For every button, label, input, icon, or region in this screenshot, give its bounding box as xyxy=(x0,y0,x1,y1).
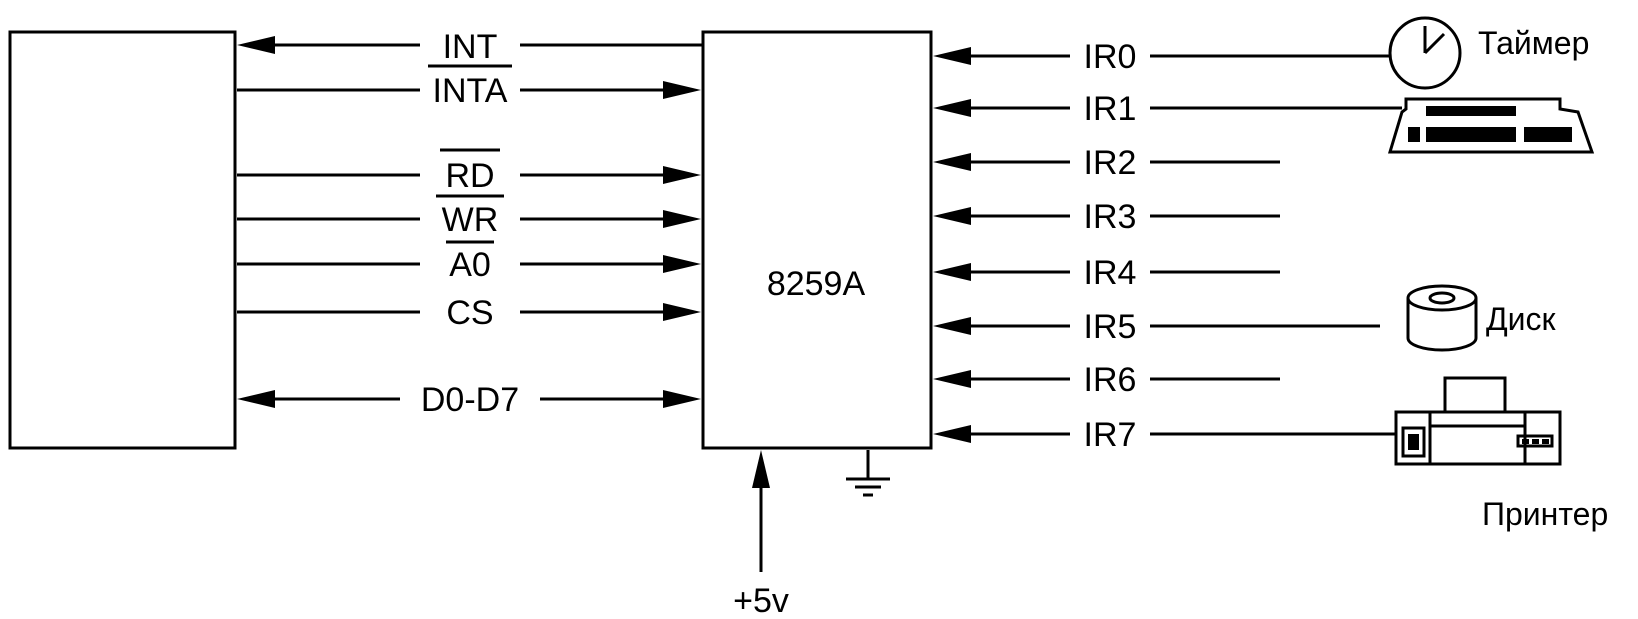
ir4-label: IR4 xyxy=(1084,254,1137,292)
inta-arrow-icon xyxy=(663,81,701,99)
ir7-arrow-icon xyxy=(933,425,971,443)
a0-label: A0 xyxy=(449,246,491,284)
ir0-arrow-icon xyxy=(933,47,971,65)
ir1-line: IR1 xyxy=(933,90,1402,128)
data-bus-left-arrow-icon xyxy=(237,390,275,408)
ground-icon xyxy=(846,450,890,497)
a0-arrow-icon xyxy=(663,255,701,273)
clock-icon xyxy=(1388,16,1462,90)
cs-label: CS xyxy=(446,294,493,332)
wr-arrow-icon xyxy=(663,210,701,228)
printer-device: Принтер xyxy=(1394,376,1608,532)
inta-label: INTA xyxy=(433,72,508,110)
ir7-label: IR7 xyxy=(1084,416,1137,454)
ir6-line: IR6 xyxy=(933,361,1280,399)
power-arrow-icon xyxy=(752,450,770,488)
rd-arrow-icon xyxy=(663,166,701,184)
data-bus-signal: D0-D7 xyxy=(237,381,701,419)
ir5-arrow-icon xyxy=(933,317,971,335)
ir3-label: IR3 xyxy=(1084,198,1137,236)
ir1-arrow-icon xyxy=(933,99,971,117)
cs-signal: CS xyxy=(237,294,701,332)
ir2-label: IR2 xyxy=(1084,144,1137,182)
inta-signal: INTA xyxy=(237,64,701,110)
power-supply: +5v xyxy=(733,450,789,619)
printer-icon xyxy=(1394,376,1562,466)
disk-label: Диск xyxy=(1486,301,1557,337)
ir2-line: IR2 xyxy=(933,144,1280,182)
printer-label: Принтер xyxy=(1482,496,1608,532)
ir7-line: IR7 xyxy=(933,416,1395,454)
wr-signal: WR xyxy=(237,194,701,239)
int-label: INT xyxy=(443,28,498,66)
ir6-arrow-icon xyxy=(933,370,971,388)
ir4-arrow-icon xyxy=(933,263,971,281)
power-label: +5v xyxy=(733,582,789,619)
timer-device: Таймер xyxy=(1388,16,1589,90)
int-signal: INT xyxy=(237,28,703,66)
ir1-label: IR1 xyxy=(1084,90,1137,128)
cs-arrow-icon xyxy=(663,303,701,321)
a0-signal: A0 xyxy=(237,240,701,284)
rd-label: RD xyxy=(445,157,494,195)
ir0-label: IR0 xyxy=(1084,38,1137,76)
ir0-line: IR0 xyxy=(933,38,1390,76)
keyboard-device xyxy=(1387,97,1595,154)
cpu-block xyxy=(8,30,237,450)
wr-label: WR xyxy=(442,201,499,239)
ir2-arrow-icon xyxy=(933,153,971,171)
timer-label: Таймер xyxy=(1478,25,1589,61)
ir4-line: IR4 xyxy=(933,254,1280,292)
disk-device: Диск xyxy=(1406,284,1557,352)
data-bus-right-arrow-icon xyxy=(663,390,701,408)
ir6-label: IR6 xyxy=(1084,361,1137,399)
disk-icon xyxy=(1406,284,1478,352)
ir3-arrow-icon xyxy=(933,207,971,225)
keyboard-icon xyxy=(1387,97,1595,154)
ir5-line: IR5 xyxy=(933,308,1380,346)
data-bus-label: D0-D7 xyxy=(421,381,519,419)
int-arrow-icon xyxy=(237,36,275,54)
chip-label: 8259A xyxy=(767,265,866,303)
rd-signal: RD xyxy=(237,148,701,195)
ir3-line: IR3 xyxy=(933,198,1280,236)
pic-8259a-chip xyxy=(701,30,933,450)
ir5-label: IR5 xyxy=(1084,308,1137,346)
